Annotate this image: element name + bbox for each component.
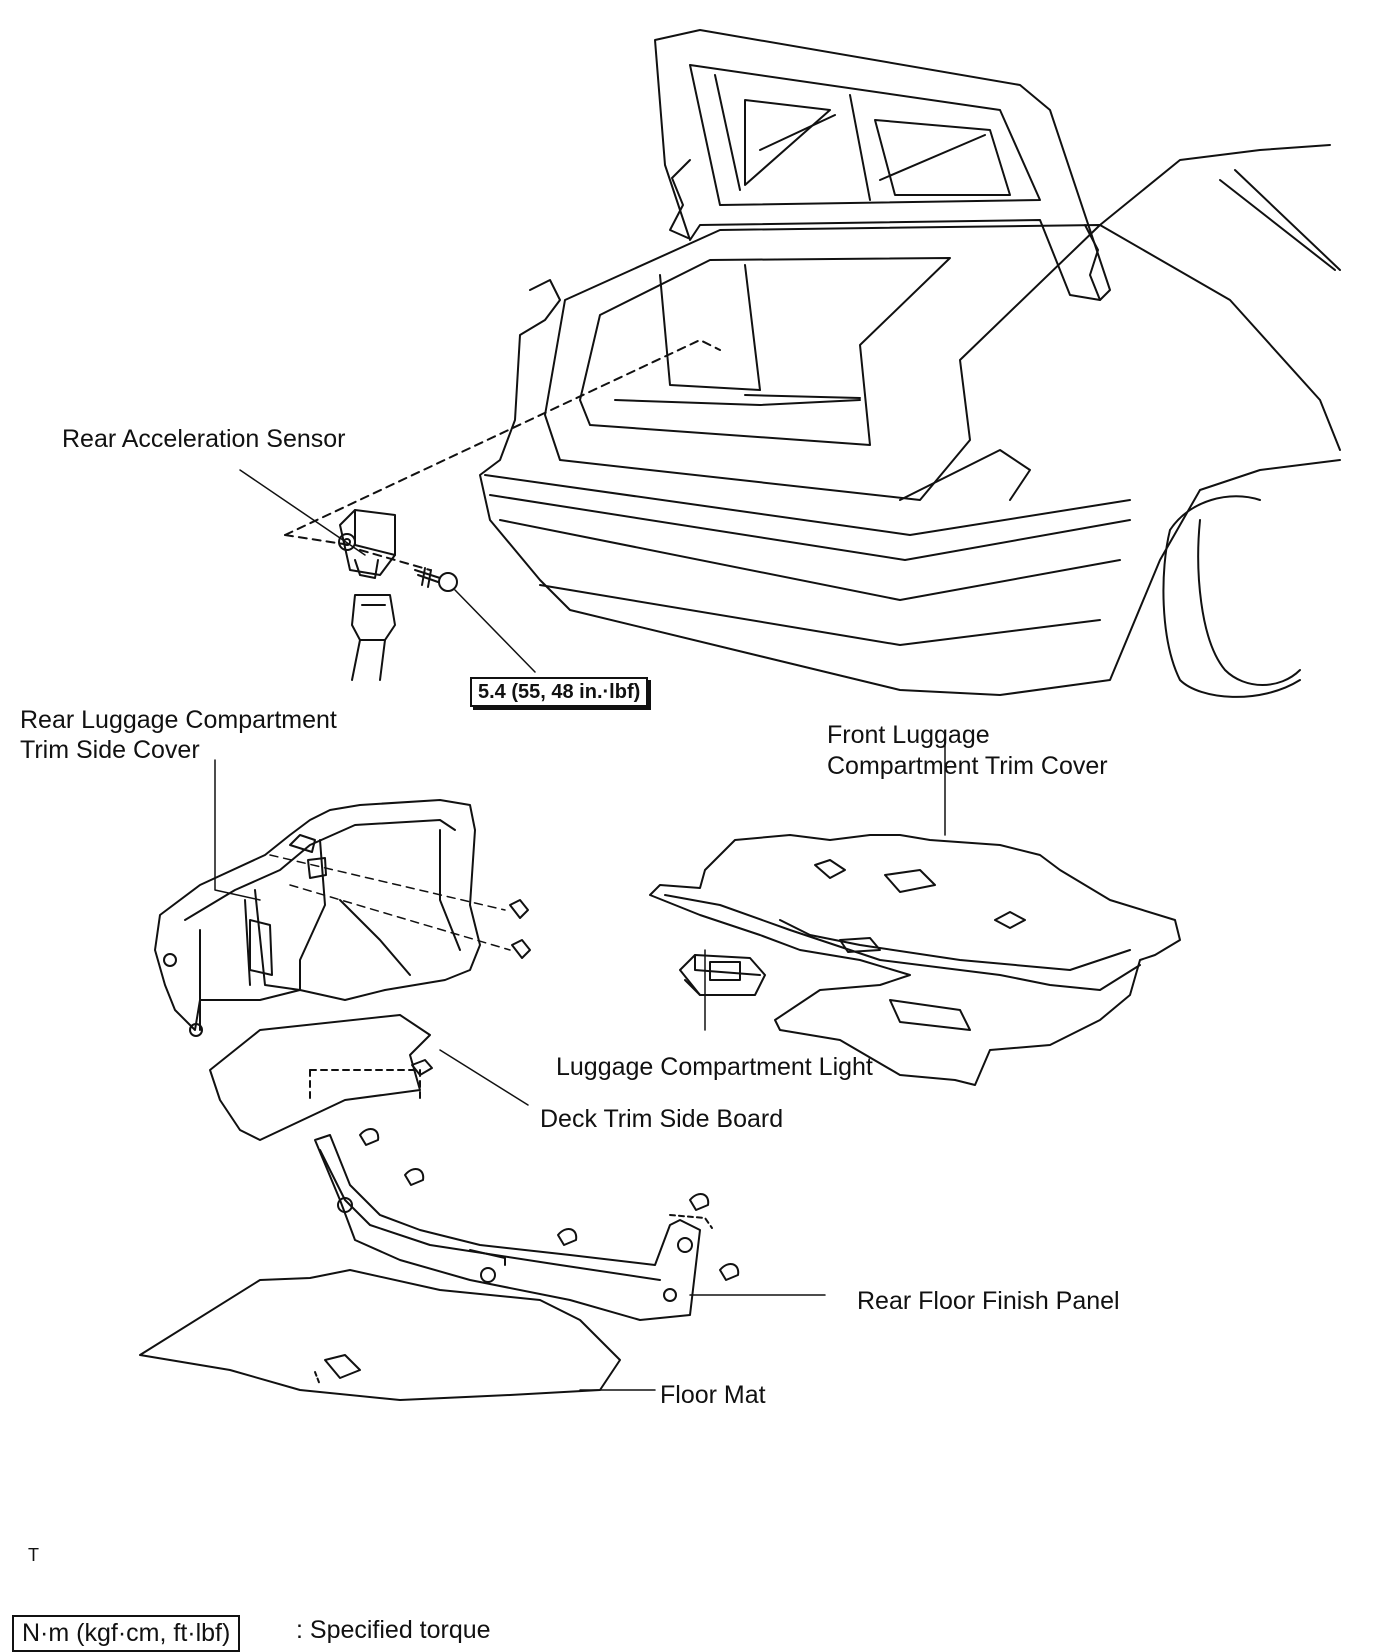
legend-torque-unit-box: N·m (kgf·cm, ft·lbf) [12, 1615, 241, 1652]
leader-lines [214, 469, 946, 1391]
trim-cover-clip-dashed-lines [269, 854, 511, 951]
label-deck-trim-side-board: Deck Trim Side Board [540, 1105, 784, 1133]
torque-spec-sensor-bolt: 5.4 (55, 48 in.·lbf) [470, 677, 649, 707]
rear-floor-finish-panel-drawing [314, 1134, 713, 1321]
floor-mat-drawing [139, 1269, 621, 1401]
rear-luggage-trim-side-cover-drawing [154, 799, 481, 1037]
rear-acceleration-sensor-drawing [338, 509, 458, 681]
trim-cover-clips [509, 899, 531, 959]
label-front-luggage-trim-cover-line2: Compartment Trim Cover [827, 752, 1108, 780]
label-rear-luggage-trim-side-cover-line1: Rear Luggage Compartment [20, 706, 337, 734]
legend-description: : Specified torque [296, 1616, 491, 1644]
label-rear-floor-finish-panel: Rear Floor Finish Panel [857, 1287, 1120, 1315]
label-luggage-compartment-light: Luggage Compartment Light [556, 1053, 873, 1081]
figure-code: T [28, 1545, 39, 1565]
label-floor-mat: Floor Mat [660, 1381, 766, 1409]
label-front-luggage-trim-cover-line1: Front Luggage [827, 721, 990, 749]
front-luggage-trim-cover-drawing [649, 834, 1181, 1086]
label-rear-acceleration-sensor: Rear Acceleration Sensor [62, 425, 346, 453]
loose-clips [359, 1128, 740, 1281]
label-rear-luggage-trim-side-cover-line2: Trim Side Cover [20, 736, 200, 764]
car-rear-body-illustration [479, 29, 1341, 698]
sensor-mounting-dashed-lines [284, 339, 721, 571]
deck-trim-side-board-drawing [209, 1014, 433, 1141]
luggage-compartment-light-drawing [679, 954, 766, 996]
